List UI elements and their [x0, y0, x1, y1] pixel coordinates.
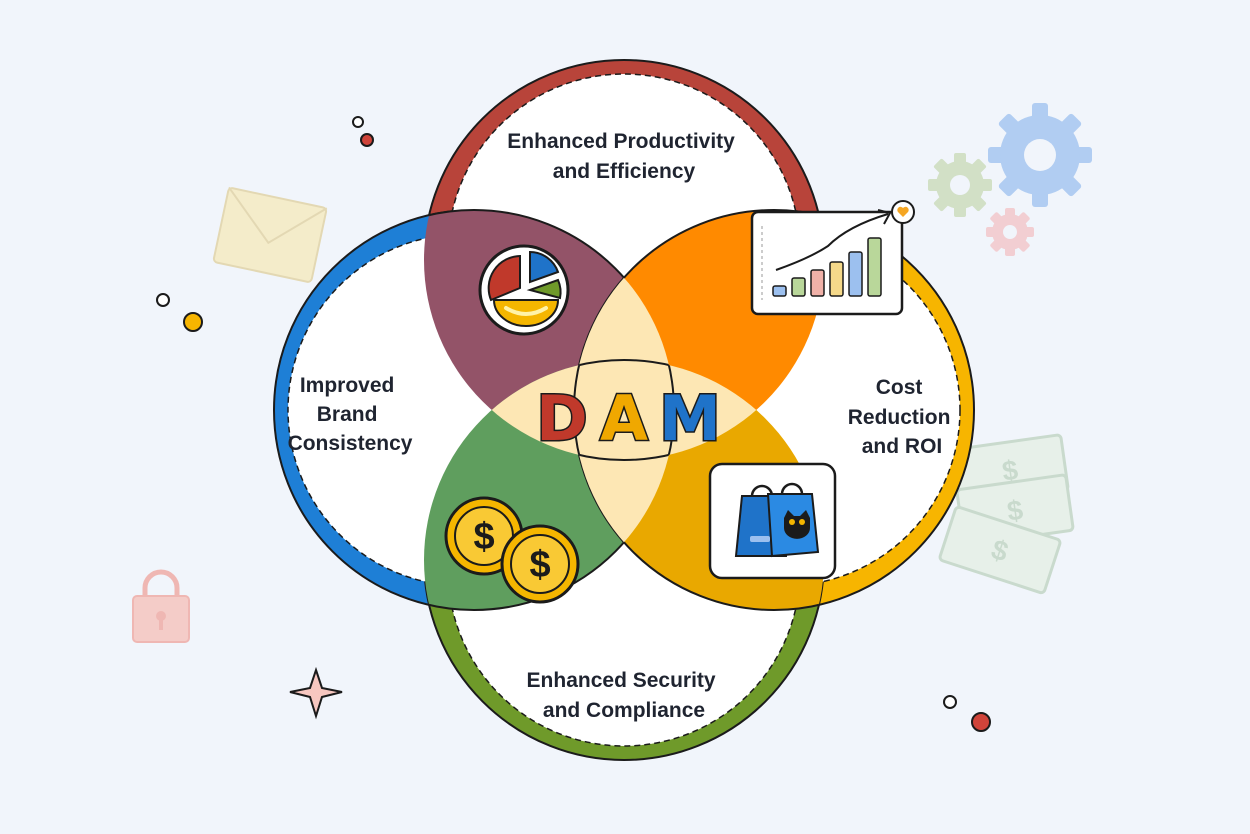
- decor-dots: [156, 116, 991, 732]
- bar-chart-icon: [750, 200, 915, 316]
- petal-right-label: Cost Reduction and ROI: [848, 376, 957, 458]
- lock-icon: [132, 569, 190, 643]
- shopping-bag-icon: [708, 462, 837, 580]
- dam-title: D A M: [535, 381, 723, 457]
- svg-text:$: $: [1005, 494, 1025, 527]
- dam-letter-m: M: [659, 382, 721, 455]
- money-icon: $ $ $: [938, 433, 1075, 595]
- coins-icon: $ $: [444, 496, 580, 604]
- dam-letter-d: D: [536, 382, 587, 455]
- gear-icon: [928, 153, 992, 217]
- svg-text:$: $: [529, 544, 550, 586]
- petal-left-label: Improved Brand Consistency: [288, 374, 413, 455]
- petal-top-label: Enhanced Productivity and Efficiency: [507, 130, 740, 183]
- petal-bottom-label: Enhanced Security and Compliance: [527, 669, 722, 722]
- sparkle-icon: [289, 666, 343, 720]
- dam-letter-a: A: [600, 382, 648, 455]
- svg-text:$: $: [473, 516, 494, 558]
- pie-chart-icon: [478, 244, 570, 336]
- gear-icon: [988, 103, 1092, 207]
- svg-text:$: $: [1000, 454, 1020, 487]
- gear-icon: [986, 208, 1034, 256]
- envelope-icon: [212, 186, 328, 283]
